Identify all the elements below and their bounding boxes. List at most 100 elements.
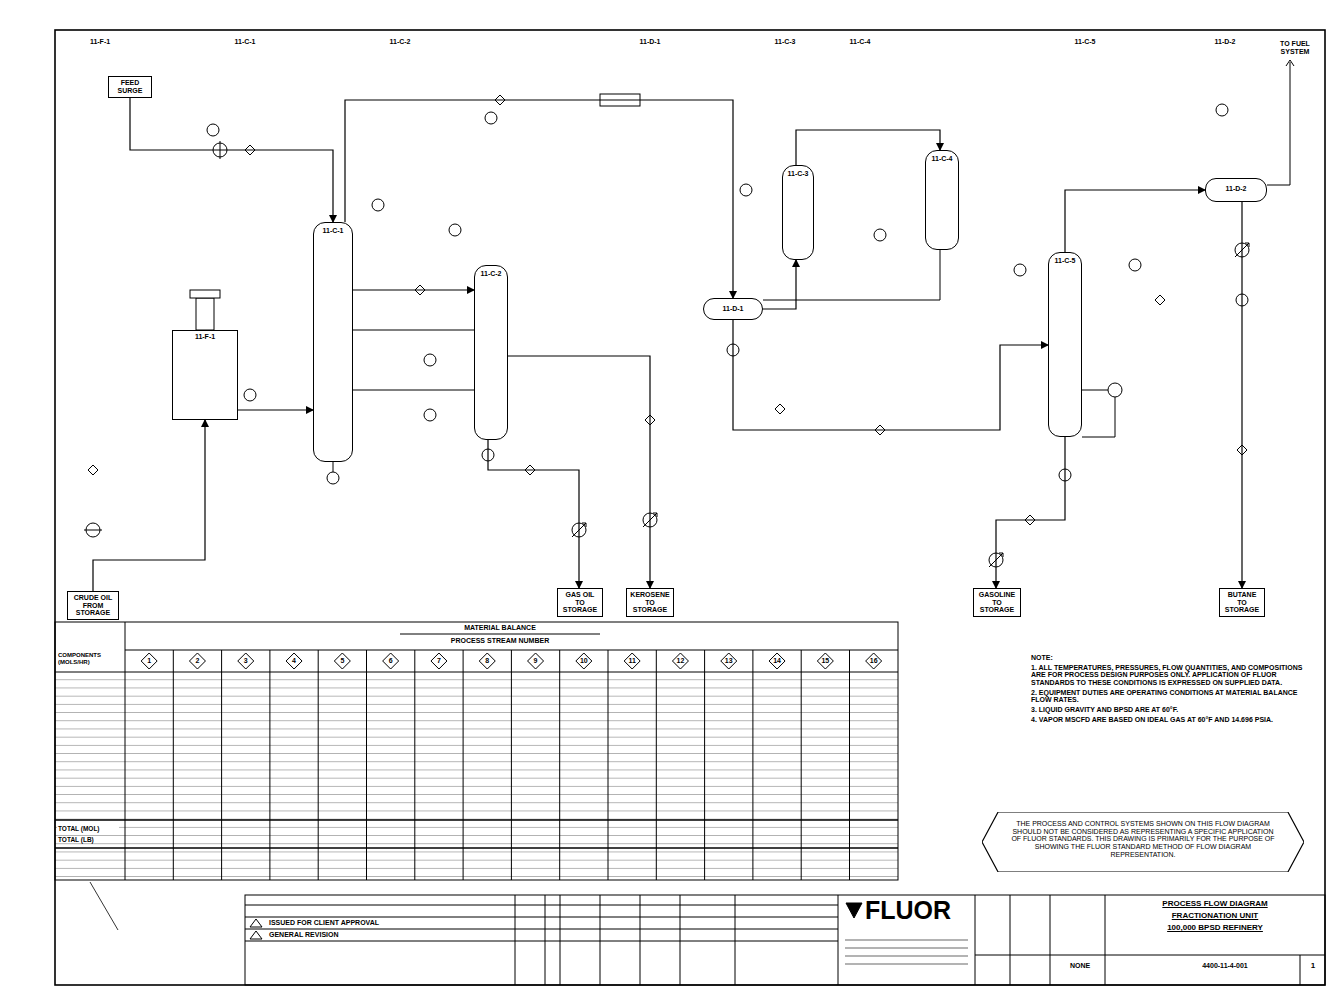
title-block <box>245 895 1325 985</box>
process-line <box>796 130 940 165</box>
material-balance-table <box>334 653 350 669</box>
drum-vessel: 11-D-1 <box>703 298 763 320</box>
instrument-bubbles <box>207 124 219 136</box>
material-balance-table <box>801 650 802 880</box>
equipment-label: 11-D-2 <box>1208 185 1264 193</box>
process-line <box>488 440 579 588</box>
instrument-bubbles <box>424 354 436 366</box>
instrument-bubbles <box>424 409 436 421</box>
title-block <box>250 919 262 927</box>
material-balance-table <box>849 650 850 880</box>
equipment-details <box>333 462 334 472</box>
title-block-text: 100,000 BPSD REFINERY <box>1110 924 1320 933</box>
equipment-label: CRUDE OIL FROM STORAGE <box>70 594 116 617</box>
material-balance-table <box>463 650 464 880</box>
drawing-frame <box>55 30 1325 985</box>
equipment-tag: 11-C-4 <box>838 38 882 46</box>
terminal-box: CRUDE OIL FROM STORAGE <box>67 591 119 620</box>
material-balance-table <box>55 819 898 820</box>
equipment-details <box>1082 390 1108 391</box>
process-line <box>130 98 333 222</box>
material-balance-table <box>400 634 600 635</box>
stream-number: 13 <box>722 657 736 665</box>
title-block <box>1105 895 1106 985</box>
title-block-text: NONE <box>1058 962 1102 970</box>
drum-vessel: 11-D-2 <box>1205 178 1267 202</box>
equipment-details <box>1290 62 1291 185</box>
equipment-label: 11-C-4 <box>927 155 957 163</box>
title-block <box>245 895 1325 985</box>
material-balance-table <box>221 650 222 880</box>
equipment-details <box>1267 185 1290 186</box>
material-balance-table <box>817 653 833 669</box>
revision-text: ISSUED FOR CLIENT APPROVAL <box>268 919 468 927</box>
material-balance-table <box>55 672 898 673</box>
equipment-label: GASOLINE TO STORAGE <box>976 591 1018 614</box>
table-row-label: TOTAL (MOL) <box>57 825 119 832</box>
instrument-bubbles <box>1216 104 1228 116</box>
equipment-details <box>763 300 940 301</box>
equipment-tag: 11-C-2 <box>378 38 422 46</box>
title-block <box>846 903 862 918</box>
stream-number: 6 <box>384 657 398 665</box>
title-block <box>1010 895 1011 985</box>
equipment-label: FEED SURGE <box>111 79 149 94</box>
title-block <box>838 895 839 985</box>
equipment-details <box>940 250 941 300</box>
equipment-label: GAS OIL TO STORAGE <box>560 591 600 614</box>
equipment-details <box>1082 437 1115 438</box>
fired-heater: 11-F-1 <box>172 330 238 420</box>
equipment-label: 11-C-1 <box>315 227 351 235</box>
stream-diamonds <box>88 95 1247 525</box>
stream-number: 1 <box>142 657 156 665</box>
material-balance-table <box>769 653 785 669</box>
equipment-label: BUTANE TO STORAGE <box>1222 591 1262 614</box>
note-text: 3. LIQUID GRAVITY AND BPSD ARE AT 60°F. <box>1030 706 1305 714</box>
stream-number: 16 <box>867 657 881 665</box>
equipment-details <box>353 390 474 391</box>
material-balance-table <box>383 653 399 669</box>
material-balance-table <box>414 650 415 880</box>
stream-diamonds <box>1155 295 1165 305</box>
material-balance-table <box>238 653 254 669</box>
equipment-label: 11-C-5 <box>1050 257 1080 265</box>
title-block <box>845 964 968 965</box>
material-balance-table <box>55 672 898 880</box>
table-header: MATERIAL BALANCE <box>440 624 560 632</box>
equipment-tag: 11-C-3 <box>763 38 807 46</box>
title-block <box>600 895 601 985</box>
title-block <box>735 895 736 985</box>
terminal-box: BUTANE TO STORAGE <box>1219 588 1265 617</box>
title-block <box>845 956 968 957</box>
material-balance-table <box>318 650 319 880</box>
revision-text: GENERAL REVISION <box>268 931 468 939</box>
column-vessel: 11-C-5 <box>1048 252 1082 437</box>
note-text: NOTE: <box>1030 654 1305 662</box>
material-balance-table <box>286 653 302 669</box>
equipment-label: 11-C-3 <box>784 170 812 178</box>
stream-number: 12 <box>673 657 687 665</box>
note-text: 1. ALL TEMPERATURES, PRESSURES, FLOW QUA… <box>1030 664 1305 687</box>
equipment-label: 11-D-1 <box>706 305 760 313</box>
material-balance-table <box>55 622 898 880</box>
equipment-details <box>84 60 1294 567</box>
process-line <box>508 356 650 588</box>
title-block <box>680 895 681 985</box>
instrument-bubbles <box>485 112 497 124</box>
column-vessel: 11-C-1 <box>313 222 353 462</box>
instrument-bubbles <box>244 389 256 401</box>
process-line <box>93 420 205 591</box>
stream-number: 10 <box>577 657 591 665</box>
terminal-box: GASOLINE TO STORAGE <box>973 588 1021 617</box>
process-line <box>353 289 474 290</box>
equipment-details <box>1115 397 1116 437</box>
stream-number: 8 <box>480 657 494 665</box>
process-line <box>763 260 796 309</box>
instrument-bubbles <box>1014 264 1026 276</box>
title-block-text: 1 <box>1305 962 1321 971</box>
outlet-label: TO FUEL SYSTEM <box>1270 40 1320 55</box>
table-header: PROCESS STREAM NUMBER <box>430 637 570 645</box>
column-vessel: 11-C-2 <box>474 265 508 440</box>
stream-number: 15 <box>818 657 832 665</box>
